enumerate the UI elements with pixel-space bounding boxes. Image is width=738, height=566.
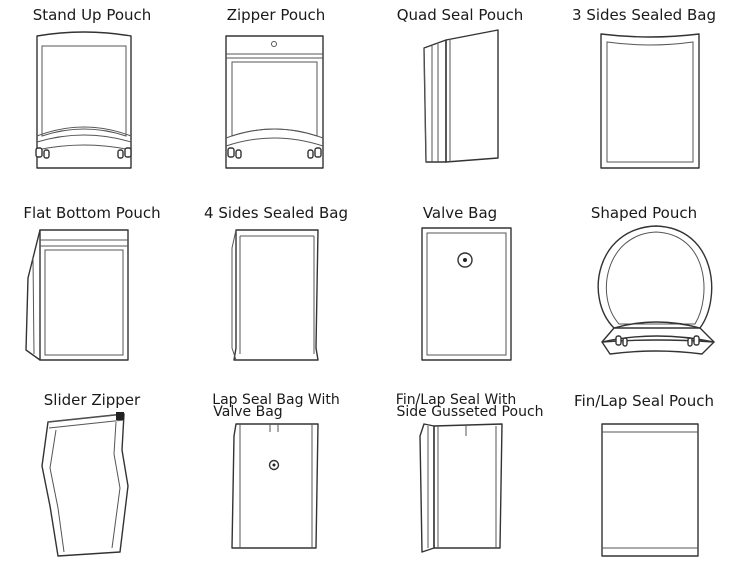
pouch-label: 4 Sides Sealed Bag	[204, 204, 348, 222]
pouch-cell-fin-lap-gusseted: Fin/Lap Seal With Side Gusseted Pouch	[368, 376, 552, 564]
pouch-cell-zipper: Zipper Pouch	[184, 0, 368, 188]
pouch-label-line1: Lap Seal Bag With	[212, 392, 340, 408]
pouch-cell-three-sides-sealed: 3 Sides Sealed Bag	[552, 0, 736, 188]
flat-bottom-pouch-icon	[0, 188, 184, 376]
pouch-label: Slider Zipper	[43, 391, 141, 409]
lap-seal-bag-with-valve-icon	[184, 376, 368, 564]
pouch-cell-shaped-pouch: Shaped Pouch	[552, 188, 736, 376]
pouch-label: 3 Sides Sealed Bag	[572, 6, 716, 24]
pouch-label: Fin/Lap Seal Pouch	[574, 392, 714, 410]
shaped-pouch-icon	[552, 188, 736, 376]
pouch-cell-fin-lap-seal: Fin/Lap Seal Pouch	[552, 376, 736, 564]
three-sides-sealed-bag-icon	[552, 0, 736, 188]
pouch-label: Shaped Pouch	[590, 204, 698, 222]
pouch-label: Zipper Pouch	[226, 6, 326, 24]
pouch-label: Flat Bottom Pouch	[23, 204, 161, 222]
pouch-label-line1: Fin/Lap Seal With	[395, 392, 517, 408]
fin-lap-seal-with-side-gusseted-icon	[368, 376, 552, 564]
pouch-label: Valve Bag	[422, 204, 498, 222]
pouch-cell-lap-seal-valve: Lap Seal Bag With Valve Bag	[184, 376, 368, 564]
quad-seal-pouch-icon	[368, 0, 552, 188]
pouch-label-line2: Valve Bag	[213, 404, 283, 420]
pouch-cell-stand-up: Stand Up Pouch	[0, 0, 184, 188]
zipper-pouch-icon	[184, 0, 368, 188]
pouch-cell-four-sides-sealed: 4 Sides Sealed Bag	[184, 188, 368, 376]
pouch-label-line2: Side Gusseted Pouch	[396, 404, 544, 420]
pouch-label: Stand Up Pouch	[32, 6, 152, 24]
stand-up-pouch-icon	[0, 0, 184, 188]
fin-lap-seal-pouch-icon	[552, 376, 736, 564]
valve-bag-icon	[368, 188, 552, 376]
pouch-cell-slider-zipper: Slider Zipper	[0, 376, 184, 564]
pouch-label: Quad Seal Pouch	[396, 6, 524, 24]
pouch-cell-valve-bag: Valve Bag	[368, 188, 552, 376]
slider-zipper-icon	[0, 412, 184, 564]
pouch-cell-flat-bottom: Flat Bottom Pouch	[0, 188, 184, 376]
four-sides-sealed-bag-icon	[184, 188, 368, 376]
pouch-cell-quad-seal: Quad Seal Pouch	[368, 0, 552, 188]
